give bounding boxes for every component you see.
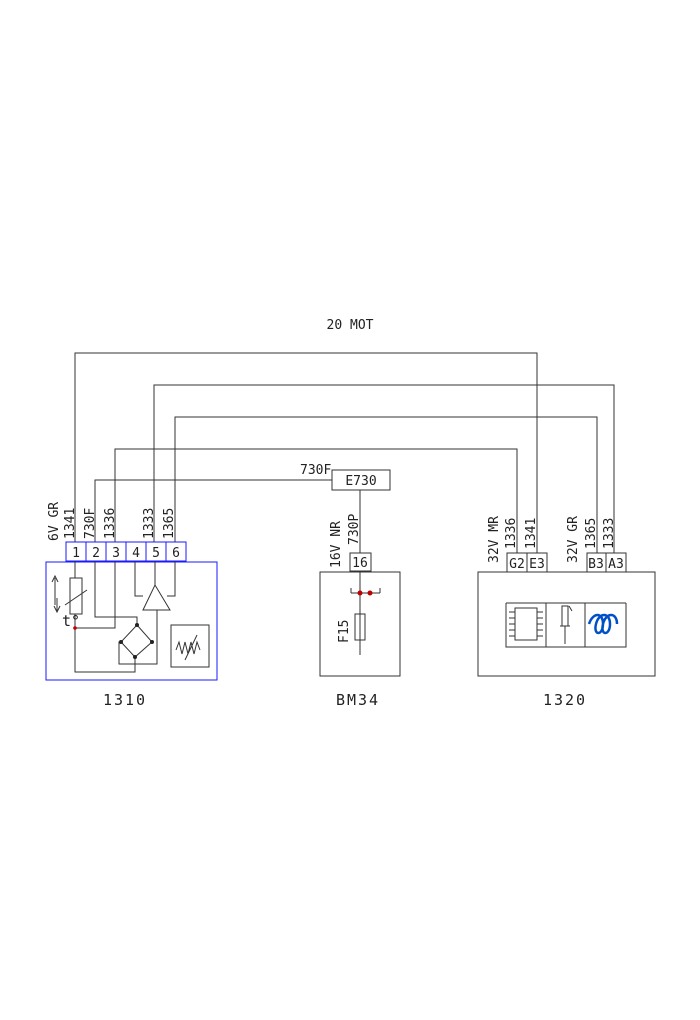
wire-1333 xyxy=(153,384,615,553)
c1310-connector xyxy=(45,541,218,681)
c1320-label: 1320 xyxy=(543,691,587,709)
wire-1336 xyxy=(114,448,518,553)
c1310-internal-circuit xyxy=(51,561,210,673)
c1310-wire-1: 1341 xyxy=(63,508,78,539)
junction-dot xyxy=(367,590,373,596)
injector-icon xyxy=(560,605,573,644)
c1320-pin-B3: B3 xyxy=(588,557,604,572)
junction-dot xyxy=(357,590,363,596)
wire-730F xyxy=(94,479,332,542)
fuse-label: F15 xyxy=(337,620,352,643)
c1320-wire-A3: 1333 xyxy=(602,518,617,549)
c1310-label: 1310 xyxy=(103,691,147,709)
c1310-pin-2: 2 xyxy=(92,546,100,561)
c1320-spec-right: 32V GR xyxy=(566,516,581,563)
wire-1341 xyxy=(74,352,538,553)
c1310-spec: 6V GR xyxy=(47,502,62,541)
e730-label: E730 xyxy=(345,474,376,489)
c1320-wire-G2: 1336 xyxy=(504,518,519,549)
c1320-connector xyxy=(477,552,656,677)
temp-symbol: t° xyxy=(62,612,80,630)
c1310-wire-6: 1365 xyxy=(162,508,177,539)
thermistor-icon xyxy=(69,577,83,615)
bm34-spec: 16V NR xyxy=(329,521,344,568)
fuse-icon xyxy=(350,571,381,655)
c1320-box xyxy=(477,571,656,677)
c1310-wire-2: 730F xyxy=(83,508,98,539)
c1320-wire-B3: 1365 xyxy=(584,518,599,549)
c1310-pin-4: 4 xyxy=(132,546,140,561)
bm34-wire: 730P xyxy=(347,514,362,545)
c1320-pin-E3: E3 xyxy=(529,557,545,572)
bm34-pin: 16 xyxy=(352,556,368,571)
chip-icon xyxy=(514,607,538,641)
c1320-spec-left: 32V MR xyxy=(487,516,502,563)
coil-icon xyxy=(587,613,619,635)
bm34-label: BM34 xyxy=(336,691,380,709)
amplifier-icon xyxy=(142,583,171,611)
c1320-pin-G2: G2 xyxy=(509,557,525,572)
wire-label-730F: 730F xyxy=(300,463,331,478)
c1310-wire-5: 1333 xyxy=(142,508,157,539)
diagram-title: 20 MOT xyxy=(327,318,374,333)
c1310-pin-5: 5 xyxy=(152,546,160,561)
c1310-wire-3: 1336 xyxy=(103,508,118,539)
e730-box xyxy=(331,469,391,491)
c1320-wire-E3: 1341 xyxy=(524,518,539,549)
c1320-pin-A3: A3 xyxy=(608,557,624,572)
c1310-box xyxy=(45,561,218,681)
c1310-pin-6: 6 xyxy=(172,546,180,561)
c1310-pin-1: 1 xyxy=(72,546,80,561)
c1310-pin-3: 3 xyxy=(112,546,120,561)
bridge-icon xyxy=(120,624,153,658)
